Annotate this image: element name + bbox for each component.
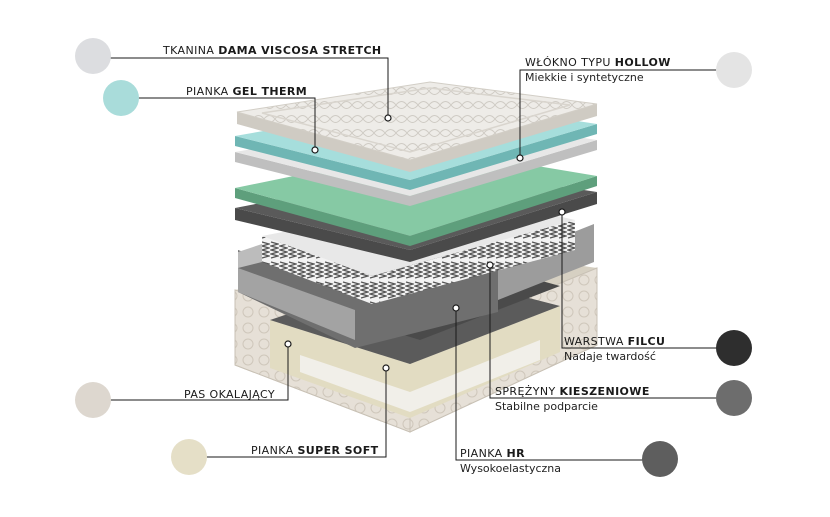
swatch-gel xyxy=(103,80,139,116)
subtitle-springs: Stabilne podparcie xyxy=(495,400,598,413)
label-felt: WARSTWA FILCU xyxy=(564,335,666,348)
swatch-hollow xyxy=(716,52,752,88)
label-supersoft: PIANKA SUPER SOFT xyxy=(251,444,379,457)
subtitle-felt: Nadaje twardość xyxy=(564,350,656,363)
swatch-supersoft xyxy=(171,439,207,475)
swatch-hr xyxy=(642,441,678,477)
leader-dots xyxy=(284,114,566,372)
top-cover xyxy=(236,81,598,172)
swatch-felt xyxy=(716,330,752,366)
subtitle-hollow: Miekkie i syntetyczne xyxy=(525,71,644,84)
swatch-viscose xyxy=(75,38,111,74)
label-gel: PIANKA GEL THERM xyxy=(186,85,308,98)
label-springs: SPRĘŻYNY KIESZENIOWE xyxy=(495,385,650,398)
label-viscose: TKANINA DAMA VISCOSA STRETCH xyxy=(163,44,382,57)
subtitle-hr: Wysokoelastyczna xyxy=(460,462,562,475)
label-band: PAS OKALAJĄCY xyxy=(184,388,276,401)
leader-lines xyxy=(110,57,718,461)
felt-layer xyxy=(235,192,597,262)
label-hr: PIANKA HR xyxy=(460,447,525,460)
label-hollow: WŁÓKNO TYPU HOLLOW xyxy=(525,56,671,69)
swatch-springs xyxy=(716,380,752,416)
swatch-band xyxy=(75,382,111,418)
